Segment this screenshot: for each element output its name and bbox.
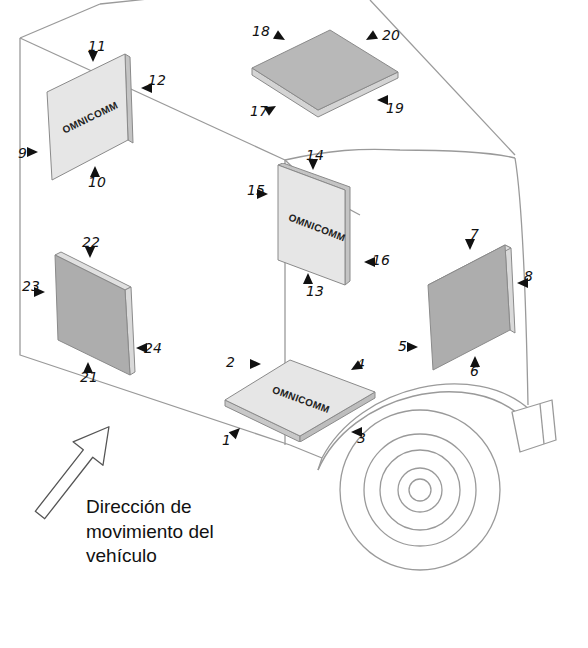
callout-arrowhead	[273, 30, 288, 44]
callout-number: 19	[386, 100, 404, 116]
callout-number: 11	[88, 38, 106, 54]
callout-number: 9	[18, 145, 27, 161]
callout-number: 24	[144, 340, 162, 356]
callout-number: 17	[250, 103, 268, 119]
callout-number: 10	[88, 174, 106, 190]
callout-number: 7	[470, 226, 479, 242]
callout-number: 18	[252, 23, 270, 39]
callout-arrowhead	[303, 273, 313, 284]
callout-arrowhead	[27, 147, 38, 157]
callout-number: 21	[80, 369, 98, 385]
direction-label: Dirección de movimiento del vehículo	[86, 495, 218, 569]
callout-number: 1	[222, 432, 231, 448]
callout-number: 16	[372, 252, 390, 268]
sensor-panel: OMNICOMM	[44, 50, 136, 185]
callout-arrowhead	[250, 359, 261, 369]
callout-arrowhead	[364, 30, 379, 44]
callout-number: 22	[82, 234, 100, 250]
callout-number: 12	[148, 72, 166, 88]
callout-number: 8	[524, 268, 533, 284]
callout-number: 3	[357, 430, 366, 446]
callout-number: 14	[306, 147, 324, 163]
callout-number: 4	[356, 356, 365, 372]
callout-number: 13	[306, 283, 324, 299]
callout-arrowhead	[407, 342, 418, 352]
callout-number: 6	[470, 363, 479, 379]
callout-number: 2	[226, 354, 235, 370]
sensor-panel: OMNICOMM	[276, 163, 358, 291]
callout-number: 15	[247, 182, 265, 198]
callout-number: 20	[382, 27, 400, 43]
callout-number: 5	[398, 338, 407, 354]
callout-number: 23	[22, 278, 40, 294]
